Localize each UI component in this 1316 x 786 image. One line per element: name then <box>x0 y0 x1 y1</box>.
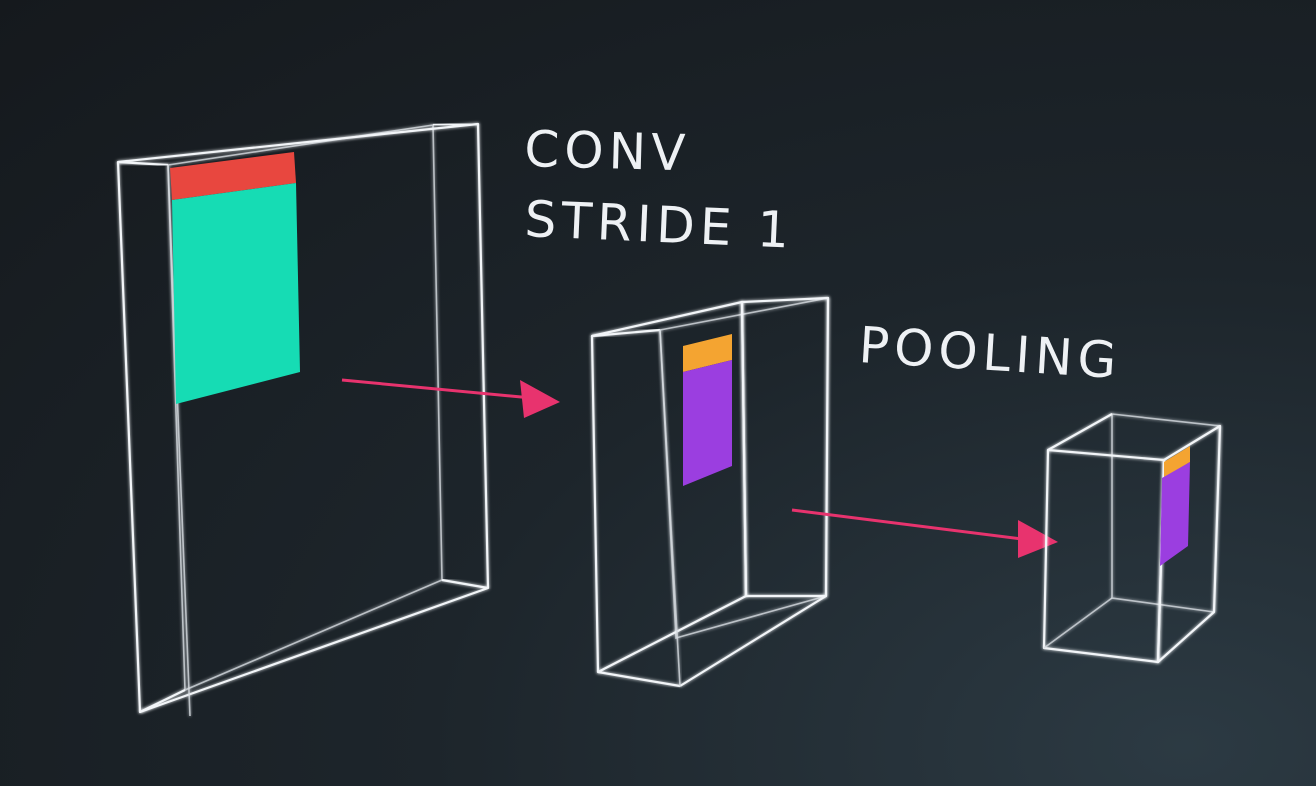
conv-depth-edge <box>591 328 661 338</box>
pooling-label: POOLING <box>857 316 1123 390</box>
input-patch <box>172 183 300 404</box>
pool-front-face <box>1042 448 1166 664</box>
pool-side-face <box>1156 424 1222 664</box>
conv-label: CONV <box>524 120 691 182</box>
conv-depth-edge <box>597 670 681 688</box>
arrow-right-icon <box>341 378 560 418</box>
input-depth-edge <box>117 160 169 167</box>
arrow-right-icon <box>791 508 1058 558</box>
conv-depth-edge <box>679 595 827 687</box>
conv-depth-edge <box>659 329 681 687</box>
conv-side-face <box>740 296 830 598</box>
pool-depth-edge <box>1043 597 1113 649</box>
pooled-volume <box>1042 413 1222 664</box>
pool-depth-edge <box>1047 413 1113 451</box>
input-depth-edge <box>432 122 479 127</box>
conv-patch <box>683 360 732 486</box>
pool-patch-top <box>1164 446 1190 478</box>
input-patch-top <box>170 152 296 200</box>
input-depth-edge <box>167 164 191 717</box>
input-depth-edge <box>441 578 489 590</box>
conv-patch-top <box>683 334 732 372</box>
pool-patch <box>1160 462 1190 566</box>
input-depth-edge <box>139 689 186 713</box>
input-volume <box>116 122 490 717</box>
conv-output-volume <box>590 296 830 688</box>
stride-label: STRIDE 1 <box>523 190 795 260</box>
